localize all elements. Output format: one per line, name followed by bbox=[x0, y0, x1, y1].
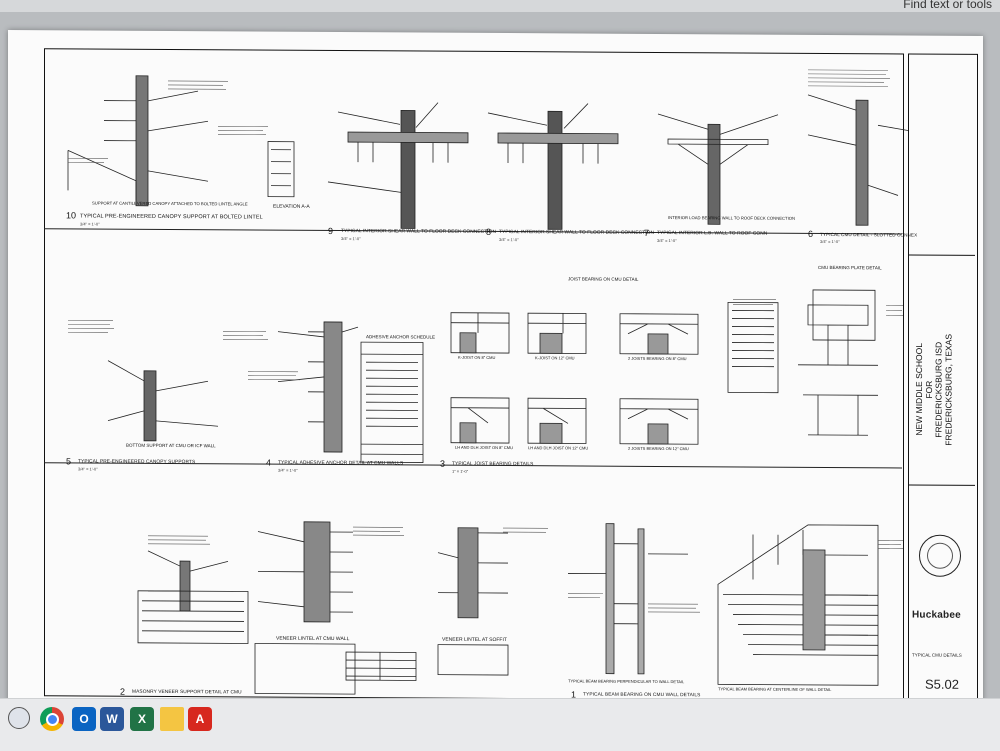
detail-title: TYPICAL ADHESIVE ANCHOR DETAIL AT CMU WA… bbox=[278, 460, 404, 467]
detail-sublabel: K-JOIST ON 8" CMU bbox=[458, 354, 496, 360]
firm-logo: Huckabee bbox=[912, 609, 961, 621]
chrome-icon[interactable] bbox=[40, 707, 64, 731]
detail-sublabel: ELEVATION A-A bbox=[273, 203, 310, 210]
drawing-sheet: 10 TYPICAL PRE-ENGINEERED CANOPY SUPPORT… bbox=[8, 30, 983, 708]
anchor-schedule-title: ADHESIVE ANCHOR SCHEDULE bbox=[366, 334, 436, 340]
engineer-seal bbox=[919, 534, 961, 577]
detail-sublabel: 2 JOISTS BEARING ON 12" CMU bbox=[628, 445, 689, 452]
detail-sublabel: TYPICAL BEAM BEARING AT CENTERLINE OF WA… bbox=[718, 686, 832, 693]
copilot-icon[interactable] bbox=[8, 707, 30, 729]
detail-scale: 3/4" = 1'-0" bbox=[80, 221, 100, 227]
detail-sublabel: LH AND DLH JOIST ON 12" CMU bbox=[528, 445, 589, 451]
detail-number: 8 bbox=[486, 226, 492, 237]
detail-number: 9 bbox=[328, 225, 334, 236]
detail-number: 4 bbox=[266, 457, 272, 468]
detail-number: 6 bbox=[808, 228, 814, 239]
detail-number: 10 bbox=[66, 210, 77, 221]
detail-sublabel: LH AND DLH JOIST ON 8" CMU bbox=[455, 444, 514, 451]
detail-title: TYPICAL PRE-ENGINEERED CANOPY SUPPORT AT… bbox=[80, 213, 263, 221]
detail-sublabel: K-JOIST ON 12" CMU bbox=[535, 355, 575, 361]
find-text-tools[interactable]: Find text or tools bbox=[903, 0, 992, 11]
detail-title: TYPICAL PRE-ENGINEERED CANOPY SUPPORTS bbox=[78, 459, 196, 466]
detail-sublabel: SUPPORT AT CANTILEVERED CANOPY ATTACHED … bbox=[92, 200, 248, 207]
sheet-title: TYPICAL CMU DETAILS bbox=[912, 652, 962, 658]
detail-sublabel: JOIST BEARING ON CMU DETAIL bbox=[568, 276, 639, 282]
detail-number: 2 bbox=[120, 686, 126, 697]
detail-title: TYPICAL JOIST BEARING DETAILS bbox=[452, 461, 534, 468]
detail-sublabel: BOTTOM SUPPORT AT CMU OR ICF WALL bbox=[126, 442, 216, 449]
outlook-icon[interactable]: O bbox=[72, 707, 96, 731]
detail-number: 7 bbox=[644, 227, 650, 238]
viewer-toolbar: Find text or tools bbox=[0, 0, 1000, 12]
detail-sublabel: INTERIOR LOAD BEARING WALL TO ROOF DECK … bbox=[668, 215, 796, 221]
detail-title: MASONRY VENEER SUPPORT DETAIL AT CMU bbox=[132, 689, 242, 696]
detail-scale: 3/4" = 1'-0" bbox=[341, 236, 361, 242]
detail-title: TYPICAL INTERIOR SHEAR WALL TO FLOOR DEC… bbox=[341, 229, 497, 235]
detail-scale: 3/4" = 1'-0" bbox=[499, 236, 519, 243]
detail-scale: 1" = 1'-0" bbox=[452, 468, 469, 474]
detail-title: TYPICAL INTERIOR L.B. WALL TO ROOF CONN bbox=[657, 230, 768, 237]
sheet-number: S5.02 bbox=[925, 676, 959, 692]
file-explorer-icon[interactable] bbox=[160, 707, 184, 731]
detail-scale: 3/4" = 1'-0" bbox=[78, 466, 98, 472]
document-viewer[interactable]: 10 TYPICAL PRE-ENGINEERED CANOPY SUPPORT… bbox=[0, 12, 1000, 708]
windows-taskbar: O W X A bbox=[0, 698, 1000, 751]
detail-scale: 3/4" = 1'-0" bbox=[278, 467, 298, 473]
detail-number: 5 bbox=[66, 456, 72, 467]
detail-scale: 3/4" = 1'-0" bbox=[820, 238, 840, 245]
project-title: NEW MIDDLE SCHOOL FOR FREDERICKSBURG ISD… bbox=[914, 295, 969, 485]
word-icon[interactable]: W bbox=[100, 707, 124, 731]
detail-number: 3 bbox=[440, 458, 446, 469]
project-title-line: FREDERICKSBURG, TEXAS bbox=[943, 333, 954, 446]
excel-icon[interactable]: X bbox=[130, 707, 154, 731]
detail-sublabel: VENEER LINTEL AT SOFFIT bbox=[442, 636, 507, 644]
detail-sublabel: 2 JOISTS BEARING ON 8" CMU bbox=[628, 355, 687, 362]
detail-sublabel: TYPICAL BEAM BEARING PERPENDICULAR TO WA… bbox=[568, 678, 685, 685]
detail-title: TYPICAL INTERIOR SHEAR WALL TO FLOOR DEC… bbox=[499, 229, 655, 236]
detail-sublabel: CMU BEARING PLATE DETAIL bbox=[818, 264, 882, 271]
title-block-header bbox=[909, 54, 975, 256]
detail-sublabel: VENEER LINTEL AT CMU WALL bbox=[276, 635, 350, 643]
detail-title: TYPICAL CMU DETAIL - SLOTTED CONNEX bbox=[820, 231, 918, 238]
acrobat-icon[interactable]: A bbox=[188, 707, 212, 731]
title-block: NEW MIDDLE SCHOOL FOR FREDERICKSBURG ISD… bbox=[908, 53, 978, 702]
detail-scale: 3/4" = 1'-0" bbox=[657, 237, 677, 244]
drawing-linework bbox=[67, 69, 909, 695]
